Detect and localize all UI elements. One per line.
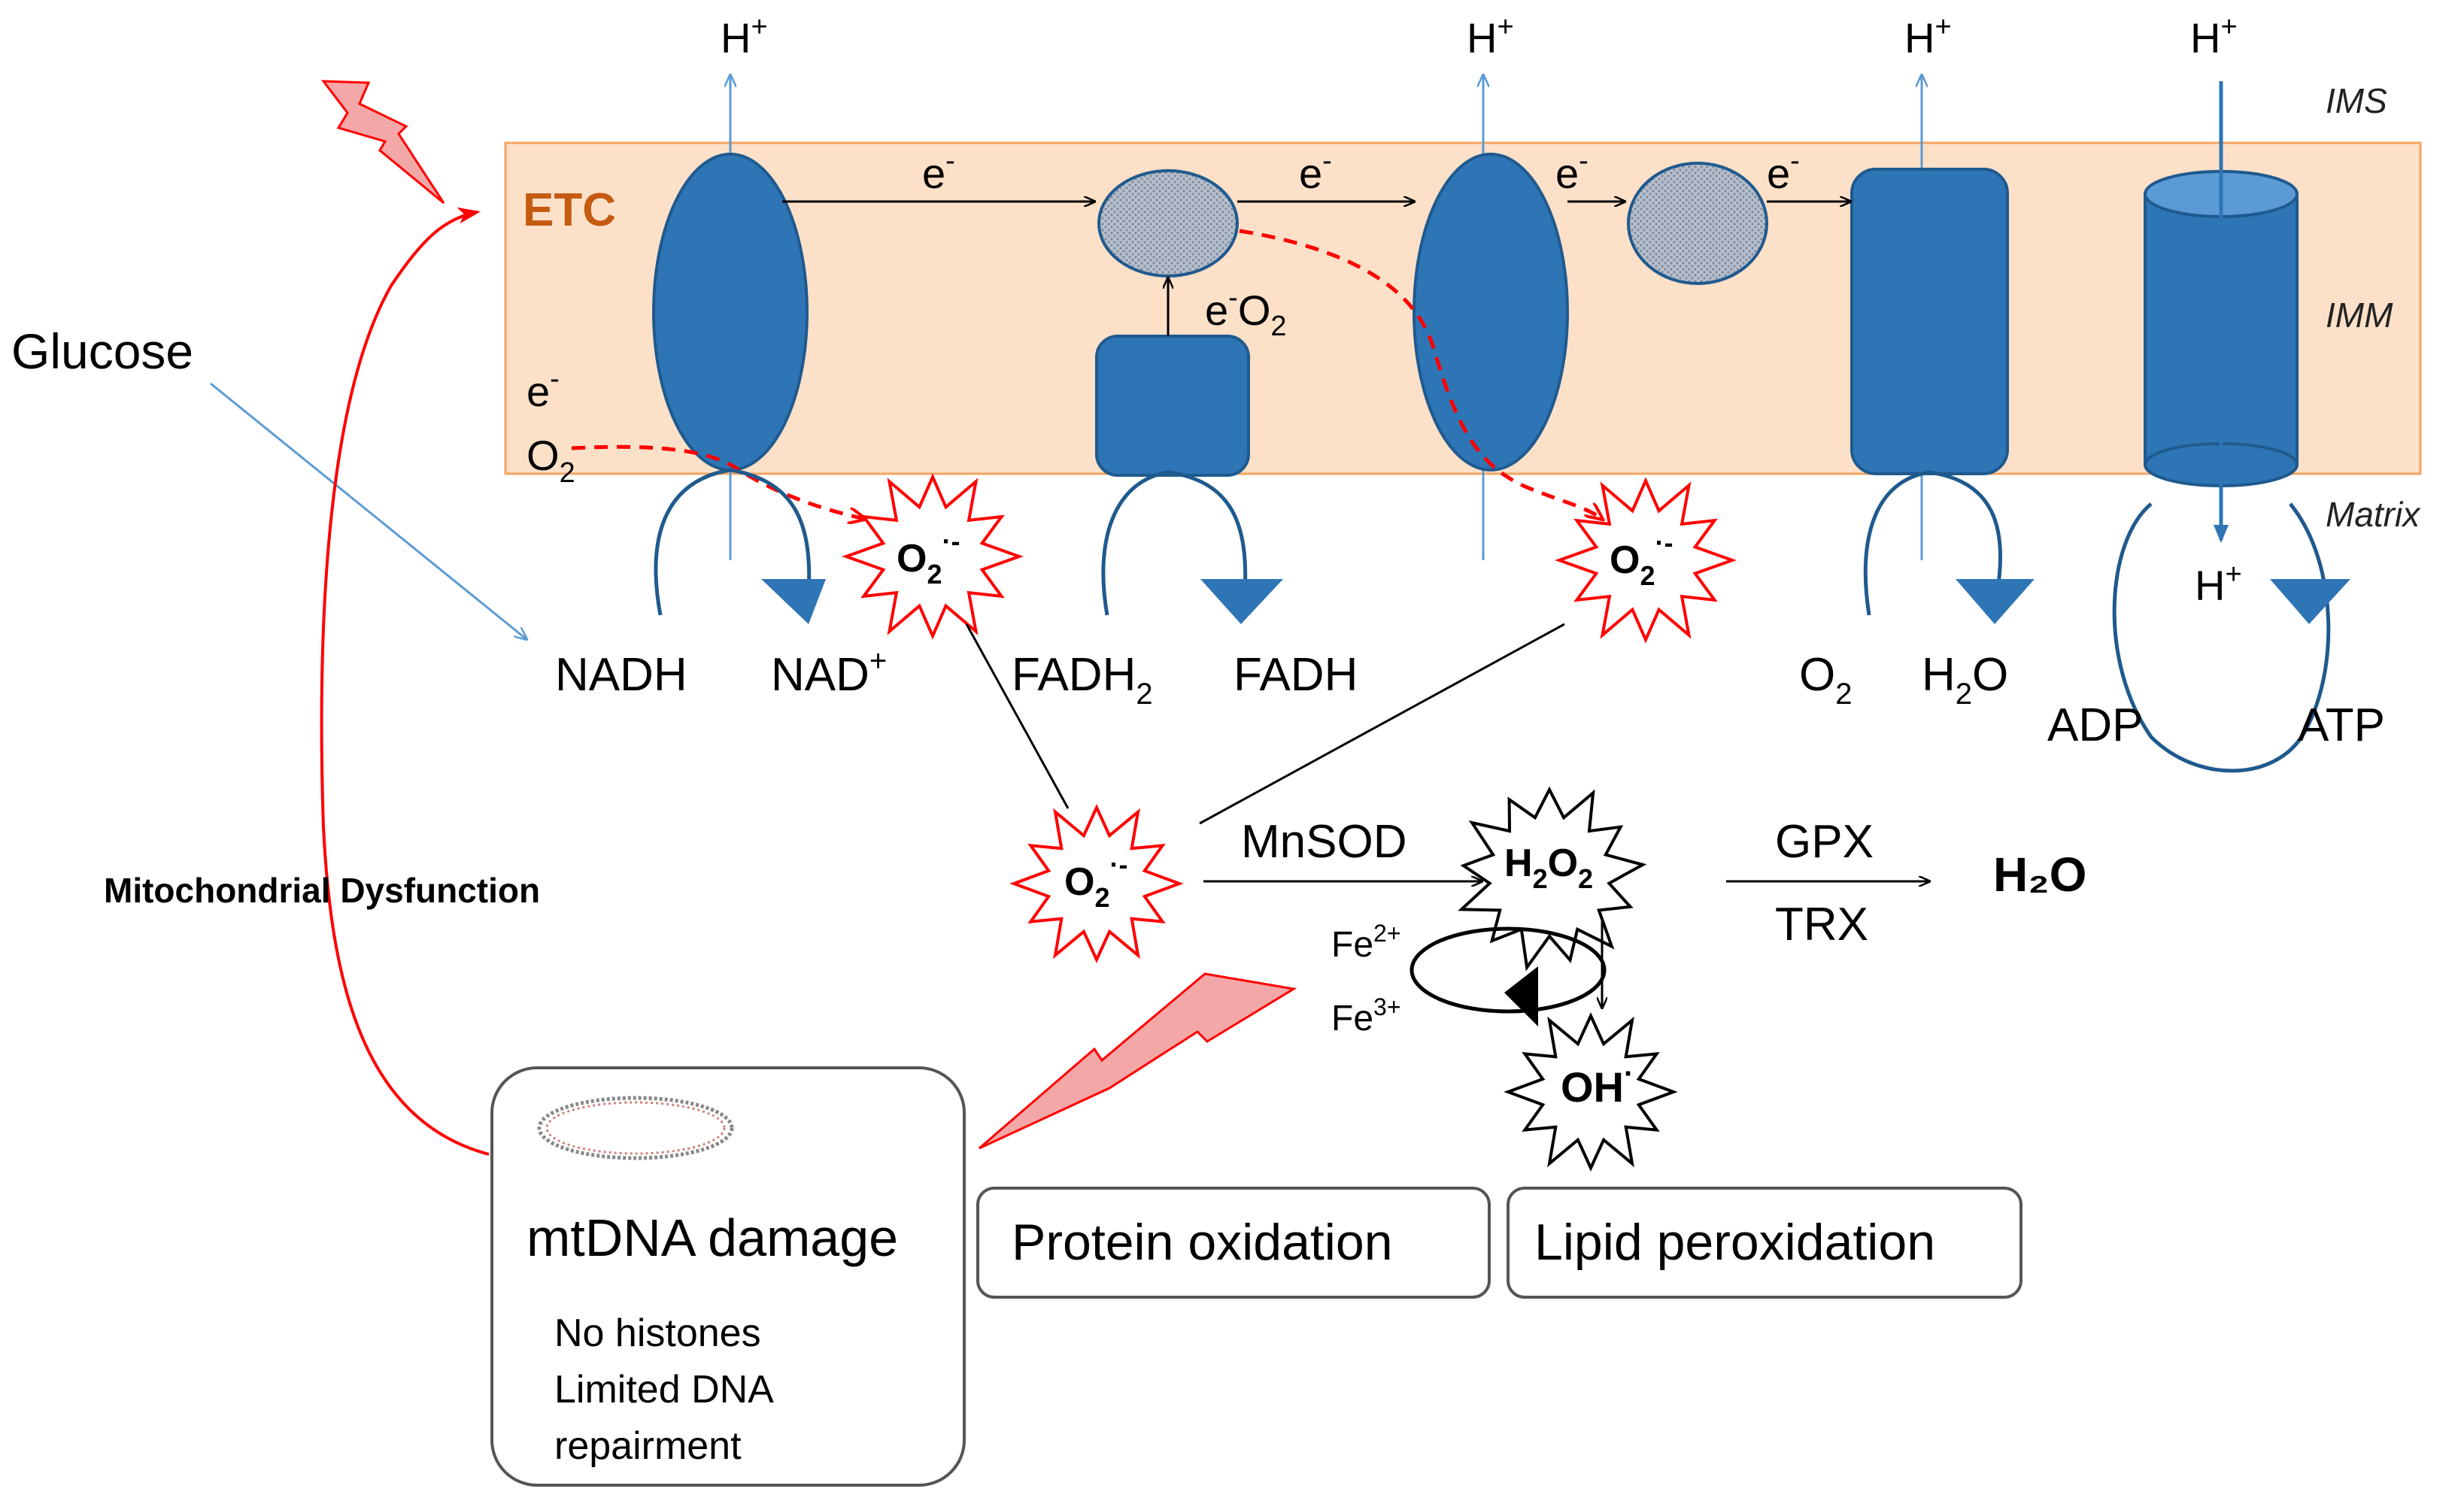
complex-iv — [1850, 168, 2009, 475]
mnsod-label: MnSOD — [1241, 816, 1406, 868]
electron-labels: e- e- e- e- e-O2 e- O2 — [526, 145, 1800, 489]
fe2-label: Fe2+ — [1331, 920, 1401, 965]
glucose-label: Glucose — [11, 323, 193, 379]
superoxide-label-1: O2·- — [897, 526, 960, 590]
superoxide-burst-3 — [1009, 803, 1184, 964]
hydroxyl-burst — [1504, 1011, 1678, 1172]
dysfunction-feedback-arrow — [320, 207, 490, 1156]
electron-label-1: e- — [922, 145, 955, 197]
water-product-label: H₂O — [1993, 847, 2086, 902]
peroxide-label: H2O2 — [1504, 841, 1593, 894]
protein-oxidation-box — [976, 1187, 1491, 1299]
superoxide-burst-1 — [842, 473, 1024, 640]
mtdna-note-3: repairment — [554, 1424, 742, 1468]
electron-label-3: e- — [1555, 145, 1589, 197]
lightning-bolt-top — [320, 80, 445, 205]
superoxide-burst-2 — [1555, 477, 1737, 644]
electron-oxygen-label-q: e-O2 — [1205, 282, 1287, 342]
electron-label-2: e- — [1299, 145, 1332, 197]
lipid-peroxidation-label: Lipid peroxidation — [1534, 1214, 1935, 1271]
substrate-labels: NADH NAD+ FADH2 FADH O2 H2O H+ ADP ATP — [555, 559, 2385, 751]
etc-label: ETC — [523, 184, 616, 236]
protein-oxidation-label: Protein oxidation — [1012, 1214, 1393, 1271]
oxygen-label-complex-i: O2 — [526, 432, 575, 489]
gpx-label: GPX — [1775, 816, 1874, 868]
proton-label-2: H+ — [1467, 11, 1514, 62]
o2-label: O2 — [1799, 649, 1852, 711]
proton-label-1: H+ — [721, 11, 768, 62]
peroxide-burst — [1458, 786, 1647, 972]
detox-lines — [965, 623, 1929, 1026]
trx-label: TRX — [1775, 899, 1868, 951]
electron-label-complex-i: e- — [526, 363, 560, 415]
cytochrome-c — [1627, 162, 1768, 285]
imm-label: IMM — [2326, 296, 2393, 335]
electron-flow — [782, 202, 1850, 336]
matrix-label: Matrix — [2326, 495, 2421, 534]
lipid-peroxidation-box — [1507, 1187, 2022, 1299]
complex-iii — [1413, 153, 1569, 471]
superoxide-label-3: O2·- — [1064, 849, 1127, 913]
mtdna-note-1: No histones — [554, 1311, 761, 1355]
dysfunction-label: Mitochondrial Dysfunction — [104, 871, 540, 910]
mtdna-damage-box — [490, 1066, 966, 1487]
coenzyme-q — [1097, 169, 1239, 277]
proton-label-4: H+ — [2190, 11, 2238, 62]
matrix-proton-label: H+ — [2195, 559, 2242, 609]
mtdna-damage-title: mtDNA damage — [526, 1208, 898, 1267]
lightning-bolt-bottom — [979, 972, 1297, 1150]
mtdna-note-2: Limited DNA — [554, 1368, 774, 1411]
fadh2-label: FADH2 — [1012, 649, 1153, 711]
mtdna-circle-icon — [537, 1096, 734, 1160]
fe3-label: Fe3+ — [1331, 993, 1401, 1039]
adp-label: ADP — [2047, 699, 2143, 751]
complex-ii — [1095, 335, 1250, 477]
electron-label-4: e- — [1767, 145, 1800, 197]
hydroxyl-label: OH· — [1561, 1057, 1634, 1111]
glucose-arrow — [210, 382, 526, 639]
ros-leak-paths — [571, 229, 1602, 519]
proton-label-3: H+ — [1904, 11, 1952, 62]
h2o-label: H2O — [1922, 649, 2008, 711]
atp-label: ATP — [2298, 699, 2385, 751]
nad-label: NAD+ — [771, 644, 887, 701]
nadh-label: NADH — [555, 649, 687, 701]
ims-label: IMS — [2326, 81, 2387, 120]
fadh-label: FADH — [1234, 649, 1358, 701]
superoxide-label-2: O2·- — [1610, 527, 1673, 591]
ros-bursts — [842, 473, 1737, 1172]
matrix-reaction-arrows — [654, 81, 2350, 773]
proton-labels: H+ H+ H+ H+ — [721, 11, 2238, 62]
